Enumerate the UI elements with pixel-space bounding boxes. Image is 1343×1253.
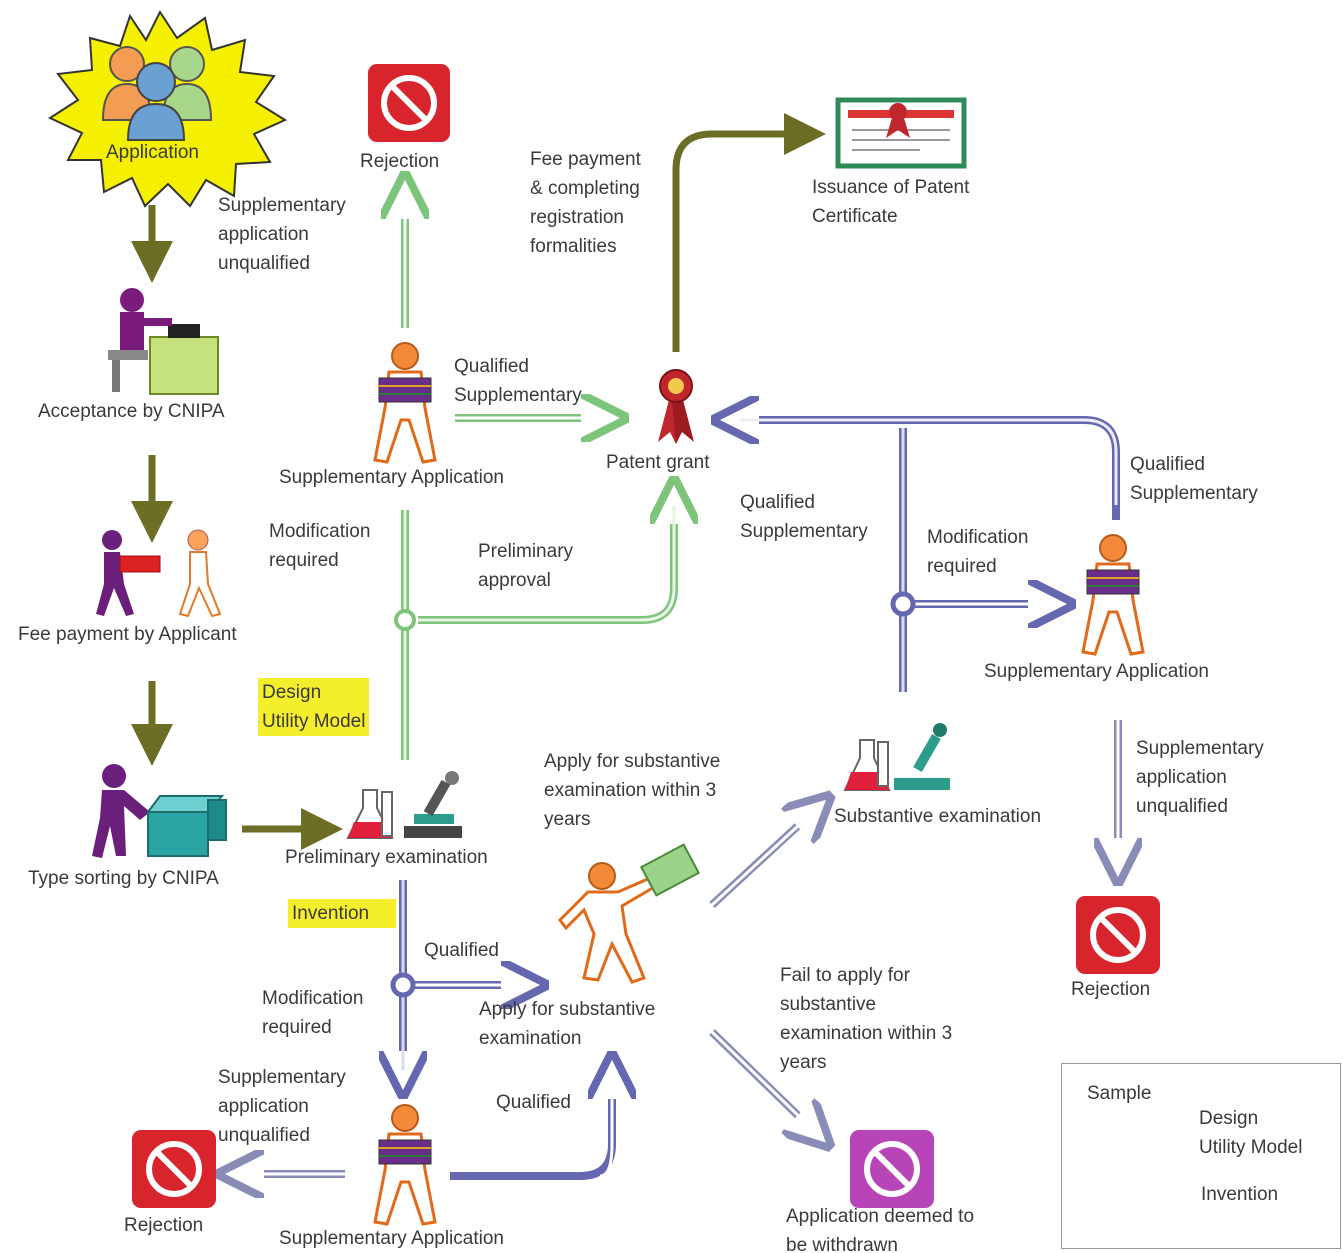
qualified-2-label: Qualified xyxy=(496,1092,571,1113)
person-carrying-documents-icon xyxy=(1081,534,1145,656)
fee-payment-label: Fee payment by Applicant xyxy=(18,624,237,645)
prohibited-icon xyxy=(1076,896,1160,974)
supp-app-bottom-label: Supplementary Application xyxy=(279,1228,504,1249)
patent-grant-label: Patent grant xyxy=(606,452,710,473)
supp-unqualified-top-label: Supplementary application unqualified xyxy=(218,195,346,274)
invention-label: Invention xyxy=(288,899,396,928)
prohibited-icon xyxy=(132,1130,216,1208)
preliminary-exam-label: Preliminary examination xyxy=(285,847,488,868)
supp-app-top-label: Supplementary Application xyxy=(279,467,504,488)
flask-microscope-icon xyxy=(843,723,950,791)
preliminary-approval-label: Preliminary approval xyxy=(478,541,574,591)
qualified-1-label: Qualified xyxy=(424,940,499,961)
clerk-at-desk-icon xyxy=(108,288,219,395)
qualified-supp-2-label: Qualified Supplementary xyxy=(740,492,868,542)
design-utility-label: Design Utility Model xyxy=(258,678,370,736)
apply-substantive-label: Apply for substantive examination xyxy=(479,999,656,1049)
application-label: Application xyxy=(106,142,199,163)
sorting-boxes-icon xyxy=(92,764,227,858)
award-ribbon-icon xyxy=(658,369,694,444)
legend-blue-label: Invention xyxy=(1201,1184,1279,1205)
legend-title: Sample xyxy=(1087,1083,1152,1104)
certificate-label: Issuance of Patent Certificate xyxy=(812,177,970,227)
modification-required-2-label: Modification required xyxy=(927,527,1029,577)
legend-green-label: Design Utility Model xyxy=(1199,1108,1303,1158)
legend-box xyxy=(1061,1063,1341,1249)
rejection-top-label: Rejection xyxy=(360,151,440,172)
supp-app-right-label: Supplementary Application xyxy=(984,661,1209,682)
design-utility-arrows xyxy=(396,195,674,760)
acceptance-label: Acceptance by CNIPA xyxy=(38,401,225,422)
payment-handover-icon xyxy=(96,529,222,618)
certificate-icon xyxy=(835,97,967,169)
person-carrying-documents-icon xyxy=(373,1104,437,1226)
type-sorting-label: Type sorting by CNIPA xyxy=(28,868,219,889)
main-flow-arrows xyxy=(131,113,826,850)
supp-unqualified-right-label: Supplementary application unqualified xyxy=(1136,738,1264,817)
people-group-burst-icon xyxy=(47,9,288,208)
substantive-exam-label: Substantive examination xyxy=(834,806,1042,827)
qualified-supp-1-label: Qualified Supplementary xyxy=(454,356,582,406)
fee-completing-label: Fee payment & completing registration fo… xyxy=(530,149,641,257)
modification-required-1-label: Modification required xyxy=(269,521,371,571)
flask-microscope-icon xyxy=(346,771,462,839)
person-with-document-icon xyxy=(558,843,701,984)
prohibited-icon xyxy=(368,64,450,142)
invention-arrows xyxy=(240,420,1118,1176)
fail-to-apply-label: Fail to apply for substantive examinatio… xyxy=(780,965,953,1073)
person-carrying-documents-icon xyxy=(373,342,437,464)
rejection-bottom-label: Rejection xyxy=(124,1215,204,1236)
apply-within-3-label: Apply for substantive examination within… xyxy=(544,751,721,830)
rejection-right-label: Rejection xyxy=(1071,979,1151,1000)
qualified-supp-3-label: Qualified Supplementary xyxy=(1130,454,1258,504)
withdrawn-prohibited-icon xyxy=(850,1130,934,1208)
supp-unqualified-bottom-label: Supplementary application unqualified xyxy=(218,1067,346,1146)
withdrawn-label: Application deemed to be withdrawn xyxy=(786,1206,975,1253)
modification-required-3-label: Modification required xyxy=(262,988,364,1038)
